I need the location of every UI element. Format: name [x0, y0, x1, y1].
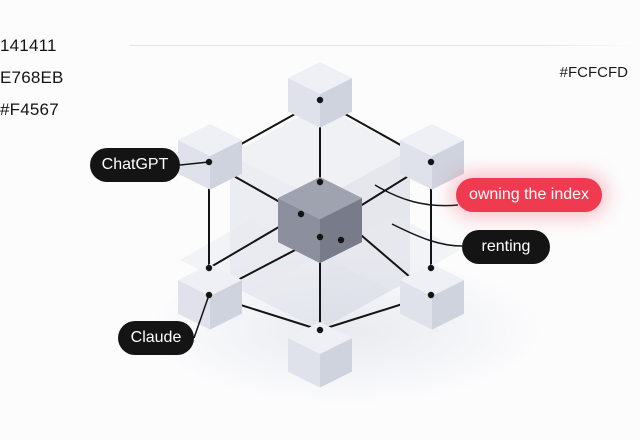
junction-dot-7 — [205, 264, 213, 272]
node-renting: renting — [462, 230, 550, 264]
cube-bottom-left-face — [288, 338, 320, 388]
cube-upper-right-top-face — [400, 124, 464, 156]
junction-dots — [205, 96, 435, 334]
junction-dot-12 — [316, 233, 324, 241]
cube-bottom — [288, 322, 352, 388]
callout-chatgpt — [179, 161, 210, 166]
junction-dot-5 — [337, 236, 345, 244]
cube-upper-left — [178, 124, 242, 190]
junction-dot-4 — [297, 210, 305, 218]
cube-bottom-top-face — [288, 322, 352, 354]
callout-claude — [193, 294, 210, 339]
cube-bottom-right-face — [320, 338, 352, 388]
cube-upper-right — [400, 124, 464, 190]
junction-dot-2 — [205, 158, 213, 166]
node-claude: Claude — [118, 321, 194, 355]
junction-dot-6 — [316, 178, 324, 186]
palette-label-3: #F4567 — [0, 100, 59, 119]
cube-top — [288, 62, 352, 128]
background-color-label: #FCFCFD — [559, 64, 628, 81]
top-divider — [130, 45, 640, 46]
junction-dot-1 — [316, 96, 324, 104]
junction-dot-8 — [427, 264, 435, 272]
cube-lower-left-right-face — [210, 280, 242, 330]
junction-dot-11 — [316, 326, 324, 334]
cube-upper-right-right-face — [432, 140, 464, 190]
palette-label-1: 141411 — [0, 36, 57, 55]
junction-dot-10 — [427, 291, 435, 299]
cube-upper-left-left-face — [178, 140, 210, 190]
cube-core-top-face — [278, 177, 362, 219]
callout-lines — [179, 161, 463, 339]
cube-upper-left-top-face — [178, 124, 242, 156]
junction-dot-9 — [205, 291, 213, 299]
cube-core-left-face — [278, 198, 320, 264]
cube-lower-right-left-face — [400, 280, 432, 330]
node-chatgpt: ChatGPT — [90, 148, 180, 182]
cube-lower-right-right-face — [432, 280, 464, 330]
node-owning-the-index: owning the index — [456, 178, 602, 212]
cube-lower-right-top-face — [400, 264, 464, 296]
callout-renting — [391, 223, 463, 247]
palette-label-2: E768EB — [0, 68, 64, 87]
cube-top-top-face — [288, 62, 352, 94]
junction-dot-3 — [427, 158, 435, 166]
cube-top-right-face — [320, 78, 352, 128]
cube-upper-right-left-face — [400, 140, 432, 190]
cube-top-left-face — [288, 78, 320, 128]
cube-core-right-face — [320, 198, 362, 264]
cube-core — [278, 177, 362, 264]
cube-upper-left-right-face — [210, 140, 242, 190]
cube-lower-right — [400, 264, 464, 330]
callout-owning-the-index — [374, 184, 459, 207]
cube-lower-left-top-face — [178, 264, 242, 296]
